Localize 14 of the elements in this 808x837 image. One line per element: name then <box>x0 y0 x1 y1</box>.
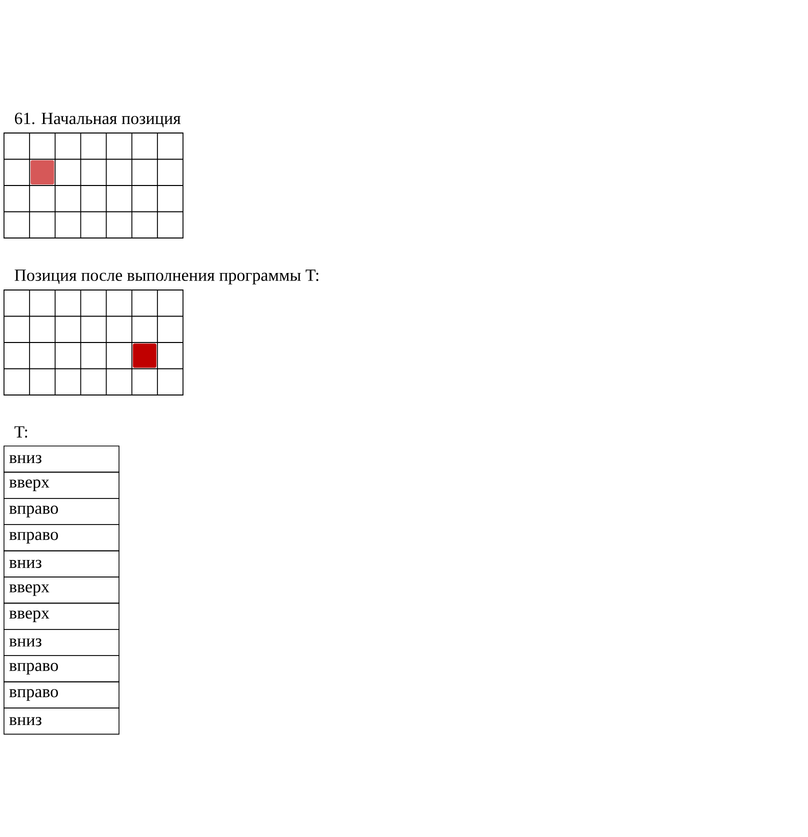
table-cell: вниз <box>4 446 120 473</box>
heading-text: 61. Начальная позиция <box>14 112 181 128</box>
table-cell: вверх <box>4 602 120 630</box>
table-cell: вниз <box>4 550 120 578</box>
table-cell: вправо <box>4 681 120 708</box>
table-cell: вправо <box>4 498 120 525</box>
table-cell: вниз <box>4 708 120 735</box>
table-cell: вправо <box>4 524 120 552</box>
heading-text: T: <box>14 426 28 438</box>
table-cell: вверх <box>4 576 120 604</box>
table-cell: вниз <box>4 629 120 656</box>
table-cell: вправо <box>4 655 120 682</box>
table-cell: вверх <box>4 472 120 499</box>
heading-text: Позиция после выполнения программы T: <box>14 270 318 284</box>
